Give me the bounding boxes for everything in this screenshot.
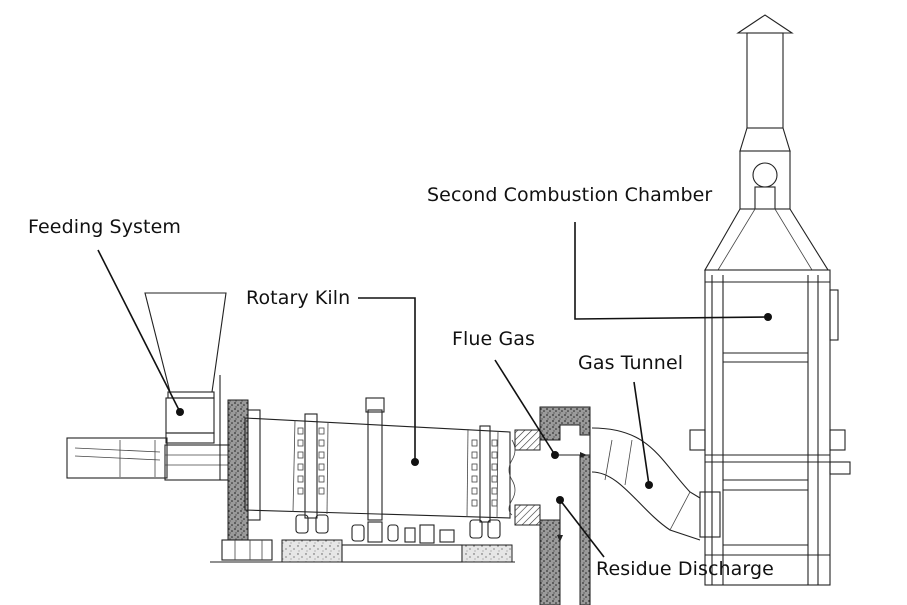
label-gas-tunnel: Gas Tunnel <box>578 352 684 374</box>
second-combustion-chamber-drawing <box>689 14 851 586</box>
feeding-system-leader <box>97 249 181 413</box>
gas-tunnel-drawing <box>591 427 721 541</box>
leader-lines <box>97 222 772 558</box>
second-combustion-chamber-leader <box>574 222 769 320</box>
residue-discharge-leader <box>559 499 605 558</box>
rotary-kiln-drum <box>210 397 515 563</box>
rotary-kiln-leader <box>358 297 416 462</box>
label-residue-discharge: Residue Discharge <box>596 558 774 580</box>
flue-gas-leader <box>494 359 556 456</box>
gas-tunnel-leader <box>633 381 650 486</box>
second-combustion-chamber-dot <box>764 313 772 321</box>
label-rotary-kiln: Rotary Kiln <box>246 287 351 309</box>
feeding-system-drawing <box>66 292 246 481</box>
label-second-combustion-chamber: Second Combustion Chamber <box>427 184 713 206</box>
residue-discharge-dot <box>556 496 564 504</box>
label-feeding-system: Feeding System <box>28 216 182 238</box>
discharge-hood <box>508 406 591 605</box>
label-flue-gas: Flue Gas <box>452 328 536 350</box>
flue-gas-dot <box>551 451 559 459</box>
gas-tunnel-dot <box>645 481 653 489</box>
kiln-front-wall <box>221 399 273 561</box>
rotary-kiln-dot <box>411 458 419 466</box>
feeding-system-dot <box>176 408 184 416</box>
